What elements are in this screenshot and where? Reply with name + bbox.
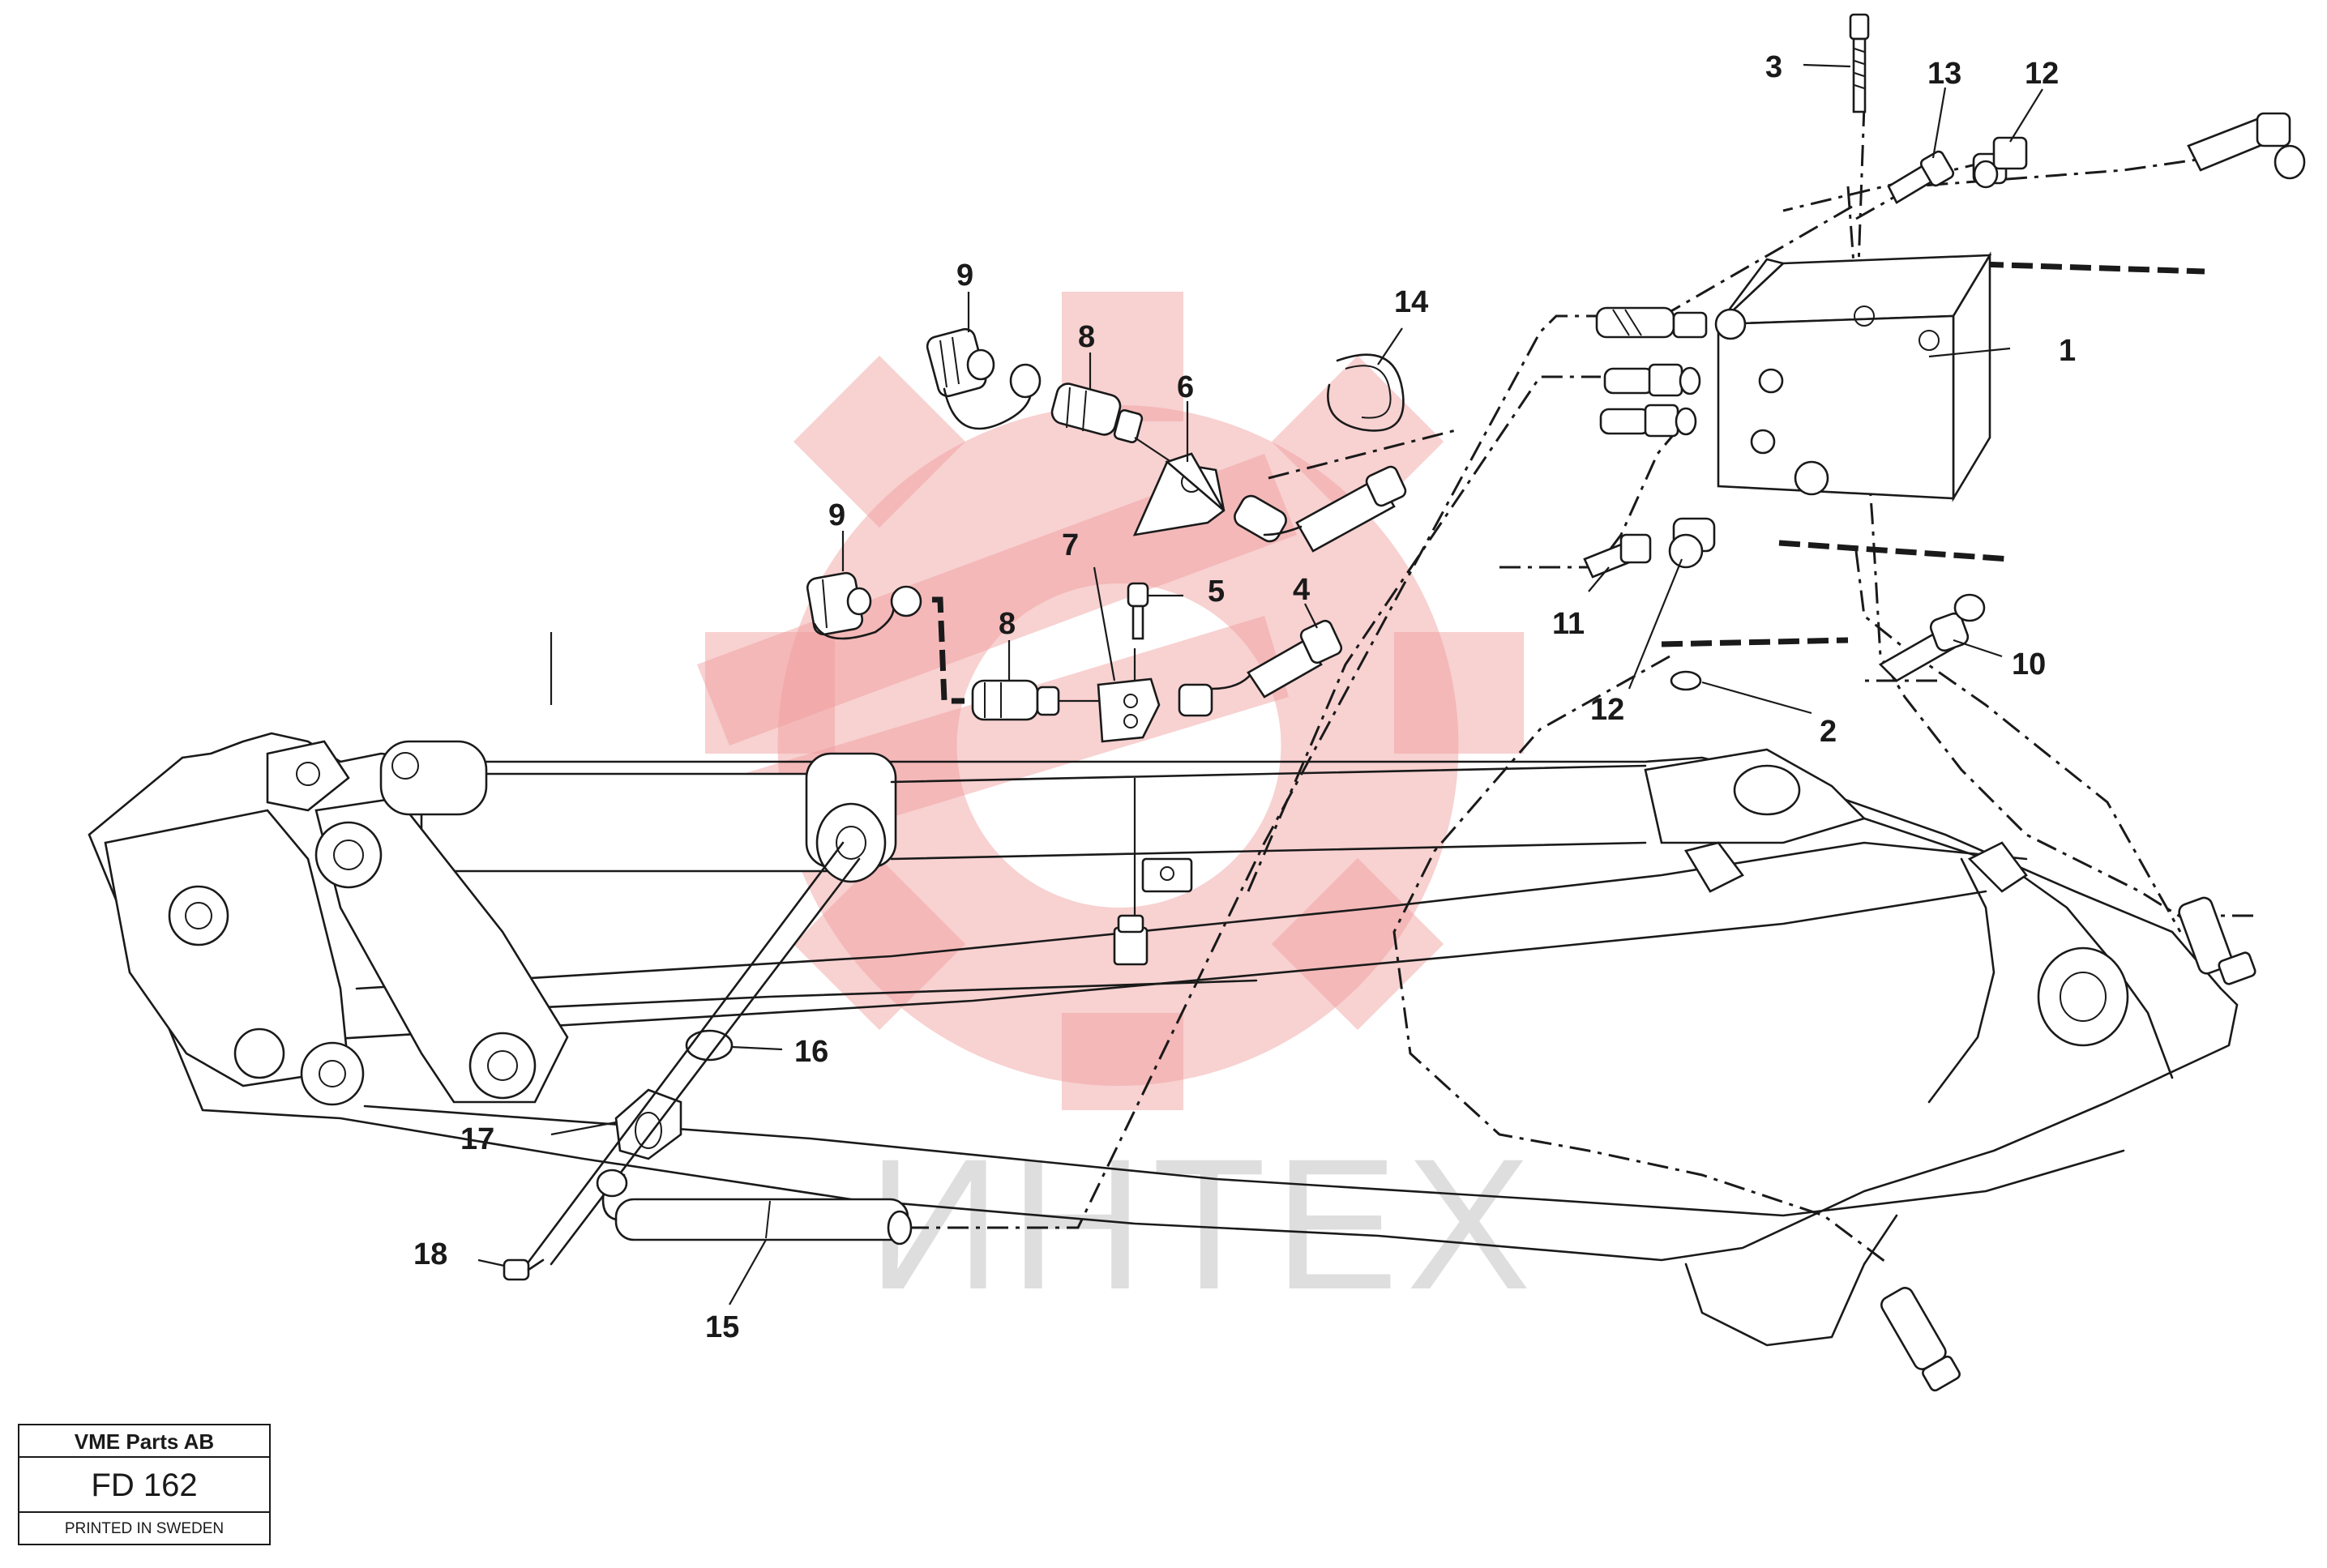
- callout-11: 11: [1552, 607, 1585, 641]
- title-block: VME Parts AB FD 162 PRINTED IN SWEDEN: [18, 1424, 271, 1545]
- title-block-code: FD 162: [19, 1458, 269, 1513]
- callout-4: 4: [1293, 573, 1310, 607]
- hose-fitting-10: [1878, 593, 1986, 682]
- hose-routes: [550, 105, 2253, 1266]
- callout-12-top: 12: [2025, 57, 2059, 91]
- hose-15: [596, 1169, 913, 1245]
- washer-9-top: [1009, 363, 1042, 399]
- callout-8-top: 8: [1078, 320, 1095, 354]
- callout-12-lower: 12: [1590, 693, 1624, 727]
- washer-9-lower: [890, 585, 922, 617]
- fittings-block-inlet: [1595, 306, 1747, 438]
- elbow-12-lower: [1668, 517, 1716, 569]
- callout-9-lower: 9: [828, 498, 845, 532]
- fitting-top-right: [2187, 112, 2306, 180]
- hose-end-right: [2178, 896, 2256, 985]
- callout-14: 14: [1394, 285, 1428, 319]
- bolt-18: [503, 1258, 545, 1281]
- o-ring-16: [685, 1029, 734, 1062]
- bracket-6: [1132, 452, 1226, 536]
- callout-15: 15: [705, 1310, 739, 1344]
- callout-8-lower: 8: [999, 607, 1016, 641]
- boom-arm: [88, 732, 2239, 1347]
- callout-7: 7: [1062, 528, 1079, 562]
- nipple-8-lower: [971, 679, 1060, 721]
- bolt-3: [1849, 13, 1870, 113]
- valve-block: [1715, 251, 1992, 502]
- callout-18: 18: [413, 1237, 447, 1271]
- callout-9-top: 9: [956, 258, 973, 293]
- hose-fitting-4: [1178, 619, 1343, 717]
- watermark-text: ИНТЕХ: [867, 1120, 1539, 1328]
- bracket-7: [1097, 677, 1161, 743]
- title-block-note: PRINTED IN SWEDEN: [64, 1520, 225, 1537]
- elbow-12-top: [1972, 136, 2028, 189]
- hose-fitting-14: [1234, 465, 1407, 553]
- cap-9-lower: [806, 571, 895, 640]
- screw-5: [1127, 582, 1149, 640]
- o-ring-2: [1670, 670, 1702, 691]
- nipple-8-top: [1050, 382, 1144, 443]
- callout-16: 16: [794, 1035, 828, 1069]
- callout-3: 3: [1765, 50, 1782, 84]
- dashed-connections: [932, 260, 2205, 704]
- callout-labels: 1 2 3 4 5 6 7 8 8 9 9 10 11 12 12 13 14 …: [413, 50, 2076, 1344]
- callout-2: 2: [1820, 715, 1837, 749]
- callout-17: 17: [460, 1122, 494, 1156]
- clamp-17: [614, 1088, 682, 1160]
- callout-leaders: [841, 63, 2043, 715]
- clamp-block-upper: [1141, 857, 1193, 893]
- clip-ring-14: [1327, 353, 1405, 432]
- callout-6: 6: [1177, 370, 1194, 404]
- callout-13: 13: [1927, 57, 1961, 91]
- callout-1: 1: [2059, 334, 2076, 368]
- callout-5: 5: [1208, 575, 1225, 609]
- clamp-block-lower: [1113, 914, 1149, 966]
- hose-end-lower-right: [1880, 1287, 1961, 1392]
- fitting-11: [1583, 533, 1652, 579]
- callout-10: 10: [2012, 647, 2046, 681]
- adapter-13: [1887, 150, 1955, 204]
- title-block-company: VME Parts AB: [19, 1425, 269, 1458]
